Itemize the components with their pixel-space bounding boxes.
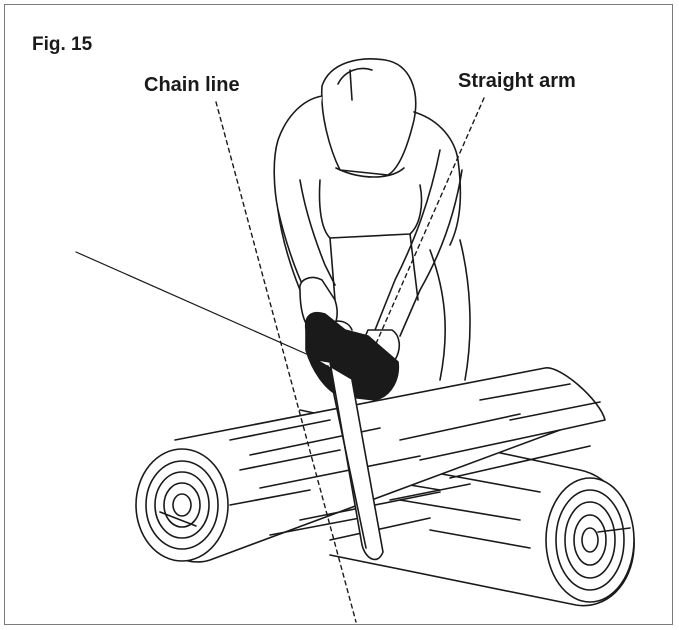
front-log <box>135 367 606 563</box>
straight-arm-dashed <box>359 97 485 381</box>
chain-line-dashed <box>215 101 357 623</box>
straight-arm-label: Straight arm <box>458 70 576 92</box>
chain-line-label: Chain line <box>144 74 240 96</box>
chainsaw <box>304 311 400 561</box>
bar-angle-line <box>75 251 321 361</box>
worker <box>273 58 471 385</box>
figure-number: Fig. 15 <box>32 34 93 55</box>
